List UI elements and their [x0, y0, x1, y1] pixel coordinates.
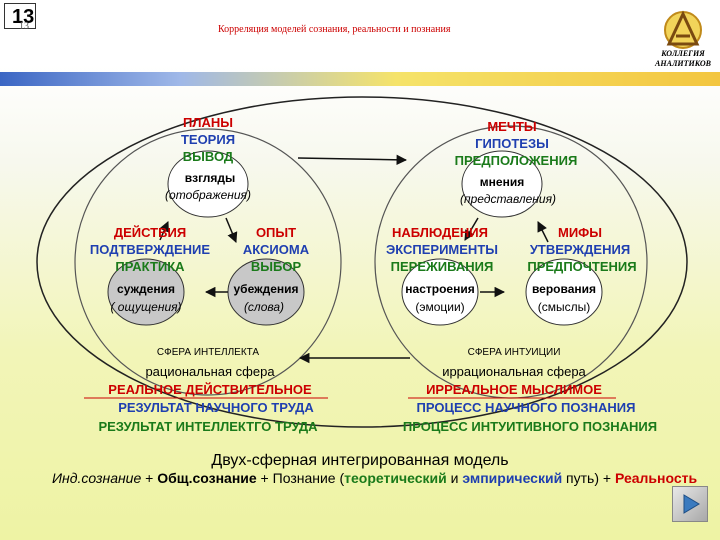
node-faiths-label: верования — [532, 282, 596, 296]
node-moods-sublabel: (эмоции) — [415, 300, 464, 314]
formula-cognition: + Познание ( — [256, 470, 345, 486]
formula-empirical: эмпирический — [462, 470, 563, 486]
left-left-line2: ПОДТВЕРЖДЕНИЕ — [90, 242, 210, 257]
intuition-sphere-label: СФЕРА ИНТУИЦИИ — [468, 347, 561, 358]
right-top-line2: ГИПОТЕЗЫ — [475, 136, 549, 151]
node-beliefs-label: убеждения — [233, 282, 298, 296]
irrational-result2: ПРОЦЕСС ИНТУИТИВНОГО ПОЗНАНИЯ — [403, 419, 657, 434]
right-top-line3: ПРЕДПОЛОЖЕНИЯ — [455, 153, 578, 168]
left-left-line3: ПРАКТИКА — [115, 259, 185, 274]
intellect-sphere-label: СФЕРА ИНТЕЛЛЕКТА — [157, 347, 260, 358]
intellect-sphere — [74, 128, 342, 396]
node-beliefs-sublabel: (слова) — [244, 300, 284, 314]
arrow-right-sphere-down — [464, 217, 479, 241]
arrow-right-sphere-up — [537, 221, 549, 243]
node-faiths — [525, 258, 603, 326]
irrational-sphere-name: иррациональная сфера — [442, 364, 586, 379]
irrational-result1: ПРОЦЕСС НАУЧНОГО ПОЗНАНИЯ — [417, 400, 636, 415]
rational-sphere-name: рациональная сфера — [145, 364, 275, 379]
right-left-line3: ПЕРЕЖИВАНИЯ — [391, 259, 494, 274]
node-views-label: взгляды — [185, 171, 236, 185]
formula-theoretical: теоретический — [344, 470, 447, 486]
node-moods-label: настроения — [405, 282, 474, 296]
left-left-line1: ДЕЙСТВИЯ — [114, 225, 186, 240]
node-opinions-sublabel: (представления) — [460, 192, 556, 206]
node-views — [167, 150, 249, 218]
node-moods — [401, 258, 479, 326]
triangle-right-icon — [683, 494, 700, 514]
arrow-left-sphere-down — [225, 217, 238, 243]
formula-reality: Реальность — [614, 470, 698, 486]
arrow-left-sphere-up — [159, 221, 169, 241]
left-top-line2: ТЕОРИЯ — [181, 132, 235, 147]
formula-individual-consciousness: Инд.сознание — [52, 470, 142, 486]
node-views-sublabel: (отображения) — [165, 188, 251, 202]
left-right-line1: ОПЫТ — [256, 225, 296, 240]
logo-text-line1: КОЛЛЕГИЯ — [661, 49, 705, 58]
formula-path: путь) + — [562, 470, 615, 486]
node-judgements — [107, 258, 185, 326]
node-opinions-label: мнения — [480, 175, 524, 189]
node-faiths-sublabel: (смыслы) — [538, 300, 591, 314]
right-right-line3: ПРЕДПОЧТЕНИЯ — [527, 259, 636, 274]
node-judgements-label: суждения — [117, 282, 175, 296]
right-right-line2: УТВЕРЖДЕНИЯ — [530, 242, 630, 257]
header-gradient-bar — [0, 72, 720, 86]
left-right-line2: АКСИОМА — [243, 242, 310, 257]
rational-result1: РЕЗУЛЬТАТ НАУЧНОГО ТРУДА — [118, 400, 314, 415]
left-top-line1: ПЛАНЫ — [183, 115, 233, 130]
outer-ellipse — [36, 96, 688, 428]
right-left-line2: ЭКСПЕРИМЕНТЫ — [386, 242, 498, 257]
node-opinions — [461, 150, 543, 218]
model-title: Двух-сферная интегрированная модель — [211, 452, 509, 469]
node-judgements-sublabel: ( ощущения) — [110, 300, 181, 314]
logo-emblem-icon — [664, 10, 702, 49]
left-top-line3: ВЫВОД — [183, 149, 234, 164]
rational-result2: РЕЗУЛЬТАТ ИНТЕЛЛЕКТГО ТРУДА — [98, 419, 318, 434]
left-right-line3: ВЫБОР — [251, 259, 302, 274]
page-number-box: 13 13 — [4, 3, 36, 32]
formula-and: и — [446, 470, 463, 486]
irrational-reality: ИРРЕАЛЬНОЕ МЫСЛИМОЕ — [426, 382, 602, 397]
rational-reality: РЕАЛЬНОЕ ДЕЙСТВИТЕЛЬНОЕ — [108, 382, 312, 397]
slide-title: Корреляция моделей сознания, реальности … — [218, 24, 451, 35]
logo: КОЛЛЕГИЯ АНАЛИТИКОВ — [648, 6, 718, 72]
next-slide-button[interactable] — [672, 486, 708, 522]
page-number-small: 13 — [19, 21, 29, 32]
arrow-between-spheres-top — [297, 154, 408, 166]
right-left-line1: НАБЛЮДЕНИЯ — [392, 225, 488, 240]
page-number: 13 — [12, 6, 35, 28]
right-right-line1: МИФЫ — [558, 225, 602, 240]
model-formula: Инд.сознание + Общ.сознание + Познание (… — [52, 470, 712, 486]
right-top-line1: МЕЧТЫ — [487, 119, 536, 134]
formula-social-consciousness: Общ.сознание — [157, 470, 257, 486]
formula-plus-1: + — [141, 470, 158, 486]
logo-text-line2: АНАЛИТИКОВ — [655, 59, 711, 68]
